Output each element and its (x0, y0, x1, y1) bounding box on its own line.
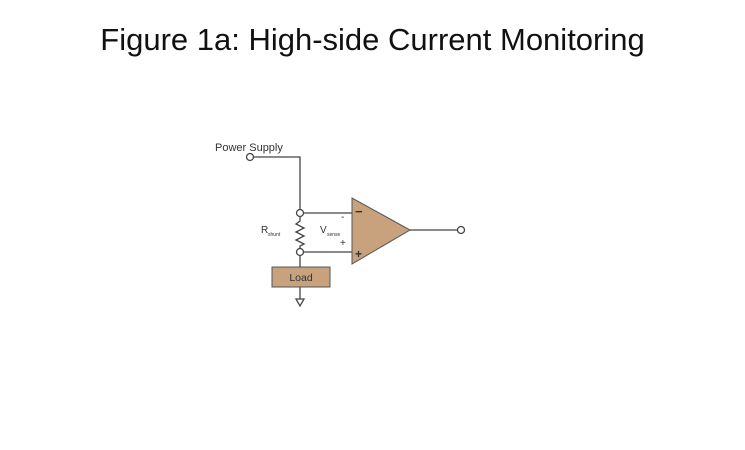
rshunt-subscript: shunt (268, 232, 281, 238)
wire-supply (254, 156, 301, 209)
op-amp (351, 197, 412, 265)
rshunt-label: R (261, 225, 268, 236)
output-terminal (456, 225, 466, 235)
power-supply-label: Power Supply (215, 142, 283, 154)
opamp-noninverting-input: + (355, 247, 362, 261)
figure-title: Figure 1a: High-side Current Monitoring (100, 22, 645, 57)
vsense-plus: + (340, 238, 346, 249)
ground-icon (294, 298, 306, 308)
load-box (271, 266, 331, 288)
vsense-subscript: sense (327, 232, 341, 238)
vsense-minus: - (341, 212, 344, 223)
node-bottom (295, 247, 305, 257)
node-top (295, 208, 305, 218)
power-supply-terminal (245, 152, 255, 162)
shunt-resistor (294, 217, 306, 248)
vsense-label: V (320, 225, 327, 236)
opamp-inverting-input: − (355, 204, 363, 219)
load-label: Load (289, 272, 313, 284)
